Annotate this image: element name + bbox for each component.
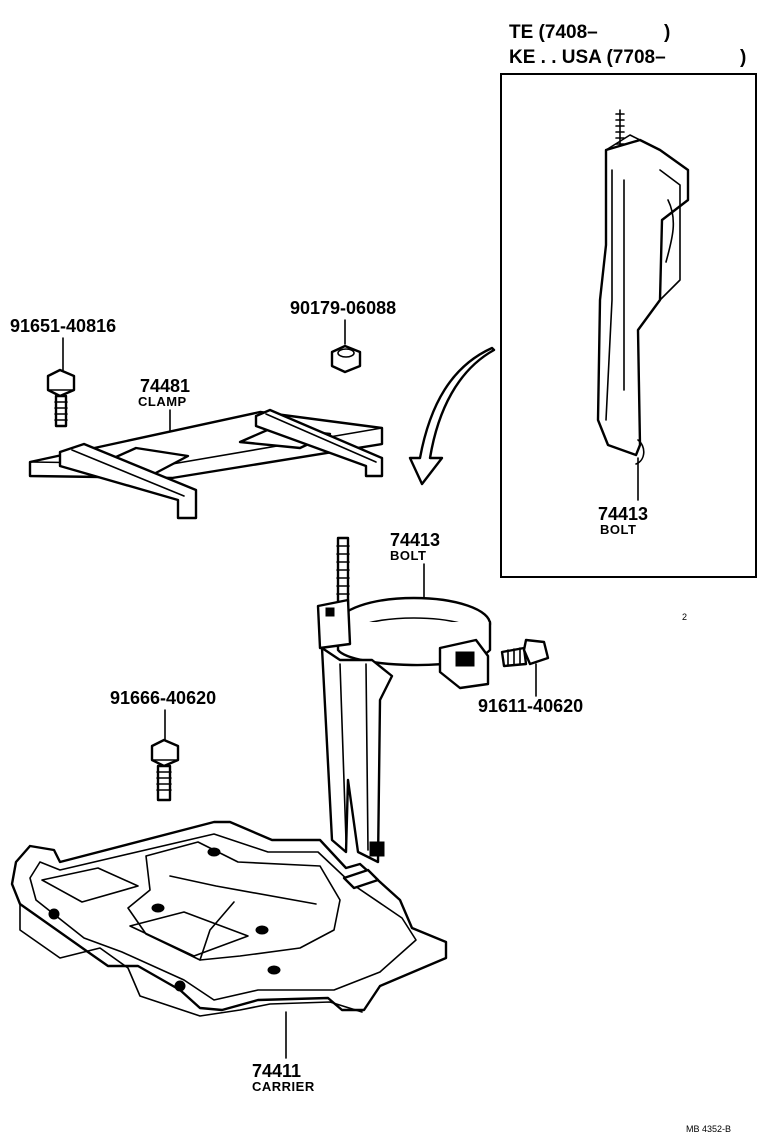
header-line2-close: ) xyxy=(740,47,746,68)
clamp-name: CLAMP xyxy=(138,394,187,409)
bolt-clamp-number: 91651-40816 xyxy=(10,316,116,336)
bolt-carrier-drawing xyxy=(150,738,180,802)
clamp-number: 74481 xyxy=(140,376,190,396)
header-line1-model: TE (7408– xyxy=(509,22,598,43)
stray-mark: 2 xyxy=(682,612,687,622)
bolt-clamp-drawing xyxy=(46,368,76,428)
carrier-number: 74411 xyxy=(252,1061,301,1081)
clamp-drawing xyxy=(28,408,384,520)
inset-bolt-drawing xyxy=(596,109,690,465)
carrier-name: CARRIER xyxy=(252,1079,315,1094)
inset-bolt-number: 74413 xyxy=(598,504,648,524)
bolt-hold-number: 91611-40620 xyxy=(478,696,583,716)
header-line2-model: KE . . USA (7708– xyxy=(509,47,666,68)
bolt-hold-drawing xyxy=(500,638,550,668)
inset-frame xyxy=(500,73,757,578)
nut-drawing xyxy=(330,344,362,374)
bolt-drawing xyxy=(316,536,492,864)
header-line1-close: ) xyxy=(664,22,670,43)
footer-code: MB 4352-B xyxy=(686,1124,731,1134)
inset-bolt-name: BOLT xyxy=(600,522,636,537)
bolt-number: 74413 xyxy=(390,530,440,550)
nut-number: 90179-06088 xyxy=(290,298,396,318)
reference-arrow xyxy=(408,346,496,486)
bolt-name: BOLT xyxy=(390,548,426,563)
bolt-carrier-number: 91666-40620 xyxy=(110,688,216,708)
carrier-drawing xyxy=(10,820,448,1017)
